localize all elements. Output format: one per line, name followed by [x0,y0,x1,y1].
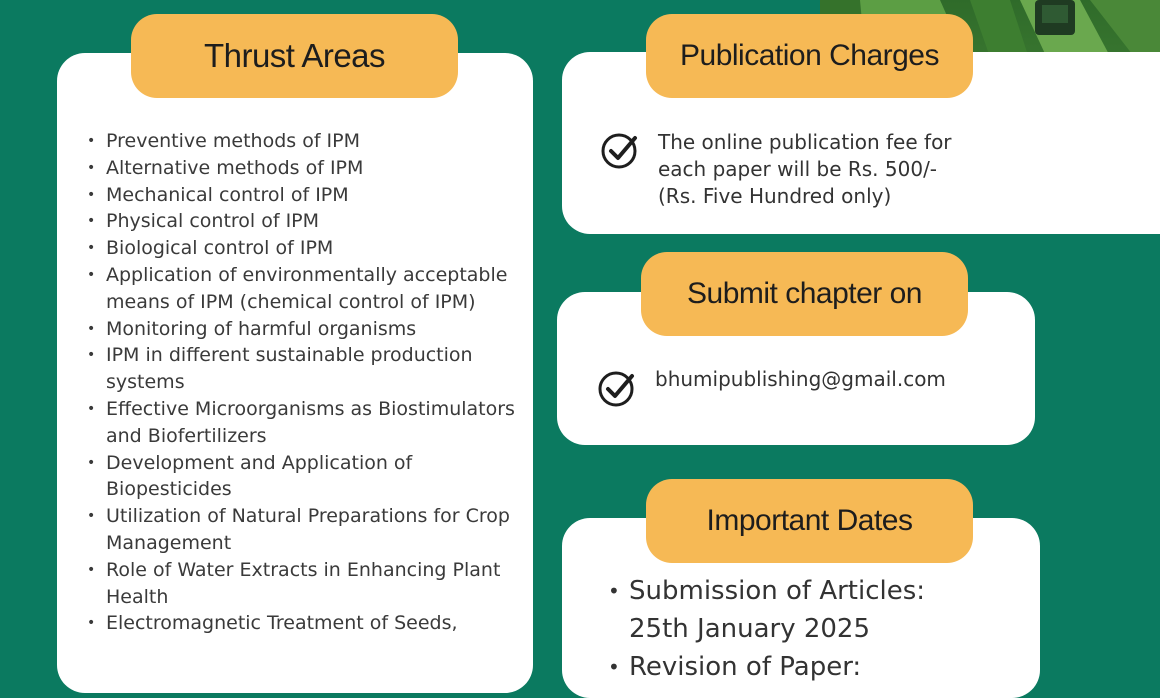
thrust-area-item: • Preventive methods of IPM [85,128,515,155]
bullet-icon: • [87,133,96,149]
bullet-icon: • [87,615,96,632]
thrust-area-text: Biological control of IPM [106,237,334,260]
date-item: • Submission of Articles: 25th January 202… [608,572,1028,648]
thrust-area-text: Mechanical control of IPM [106,183,349,206]
bullet-icon: • [87,400,96,417]
bullet-icon: • [87,347,96,364]
thrust-area-item: • Utilization of Natural Preparations for… [85,503,515,557]
bullet-icon: • [87,454,96,471]
thrust-area-item: • IPM in different sustainable production… [85,342,515,396]
thrust-areas-heading: Thrust Areas [131,14,458,98]
bullet-icon: • [87,159,96,176]
thrust-area-text: Effective Microorganisms as Biostimulato… [106,397,515,447]
thrust-area-item: • Monitoring of harmful organisms [85,316,515,343]
submission-email[interactable]: bhumipublishing@gmail.com [655,367,946,391]
bullet-icon: • [87,186,96,203]
bullet-icon: • [87,508,96,525]
bullet-icon: • [87,320,96,337]
thrust-area-item: • Physical control of IPM [85,208,515,235]
date-item: • Revision of Paper: [608,648,1028,686]
thrust-area-text: Monitoring of harmful organisms [106,317,417,340]
thrust-area-text: Physical control of IPM [106,210,320,233]
thrust-area-item: • Mechanical control of IPM [85,182,515,209]
important-dates-list: • Submission of Articles: 25th January 202… [608,572,1028,686]
thrust-areas-list: • Preventive methods of IPM • Alternative m… [85,128,515,637]
thrust-area-item: • Development and Application of Biopesti… [85,450,515,504]
bullet-icon: • [87,561,96,578]
publication-fee-text: The online publication fee for each pape… [658,129,1038,210]
date-label: Submission of Articles: [629,576,926,606]
thrust-area-item: • Effective Microorganisms as Biostimulat… [85,396,515,450]
thrust-area-item: • Biological control of IPM [85,235,515,262]
thrust-area-item: • Alternative methods of IPM [85,155,515,182]
thrust-area-text: IPM in different sustainable production … [106,344,473,394]
check-circle-icon [599,130,639,170]
bullet-icon: • [608,579,620,603]
bullet-icon: • [87,213,96,230]
publication-charges-heading: Publication Charges [646,14,973,98]
thrust-area-text: Utilization of Natural Preparations for … [106,505,510,554]
fee-line: The online publication fee for [658,130,952,154]
thrust-area-item: • Electromagnetic Treatment of Seeds, [85,610,515,637]
date-value: 25th January 2025 [629,614,871,644]
important-dates-heading: Important Dates [646,479,973,563]
submit-chapter-heading: Submit chapter on [641,252,968,336]
thrust-area-text: Alternative methods of IPM [106,156,364,179]
thrust-area-text: Application of environmentally acceptabl… [106,263,508,313]
thrust-area-text: Role of Water Extracts in Enhancing Plan… [106,558,501,608]
fee-line: each paper will be Rs. 500/- [658,157,938,181]
thrust-area-item: • Application of environmentally acceptab… [85,262,515,316]
thrust-area-text: Electromagnetic Treatment of Seeds, [106,612,458,635]
thrust-areas-card [57,53,533,693]
thrust-area-text: Development and Application of Biopestic… [106,451,413,501]
bullet-icon: • [608,655,620,679]
fee-line: (Rs. Five Hundred only) [658,184,892,208]
bullet-icon: • [87,266,96,283]
thrust-area-text: Preventive methods of IPM [106,130,361,152]
check-circle-icon [596,368,636,408]
thrust-area-item: • Role of Water Extracts in Enhancing Pla… [85,557,515,611]
date-label: Revision of Paper: [629,652,862,682]
bullet-icon: • [87,240,96,257]
